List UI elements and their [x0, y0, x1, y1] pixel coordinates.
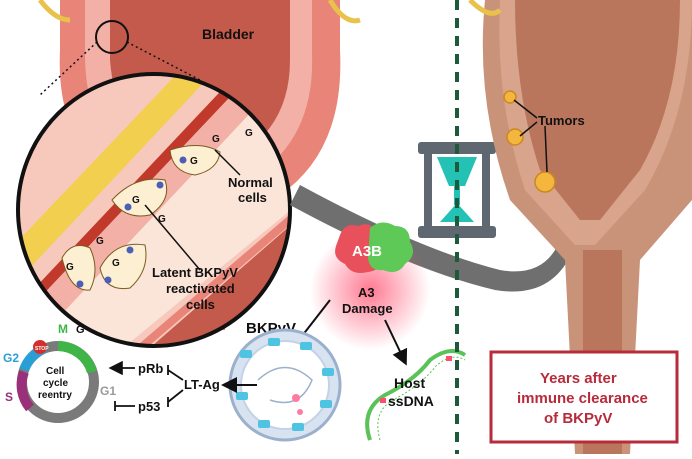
- tumors-label: Tumors: [538, 113, 585, 128]
- bkpyv-virus-icon: [228, 328, 342, 442]
- cell-g2m-mid: G: [111, 178, 168, 217]
- tumor-2: [506, 128, 524, 146]
- years-label-1: Years after: [540, 370, 617, 387]
- g0-label-3: G: [158, 214, 166, 225]
- hourglass-icon: [418, 142, 496, 238]
- latent-label-1: Latent BKPyV: [152, 265, 238, 280]
- zoom-circle: G G G G G G G G: [16, 72, 292, 348]
- bladder-label: Bladder: [202, 26, 255, 42]
- cell-g2m-top: G: [169, 145, 221, 176]
- svg-text:G: G: [190, 156, 198, 167]
- tumor-1: [503, 90, 517, 104]
- lumen: [90, 130, 290, 346]
- progression-arrow: [290, 185, 590, 292]
- g0-label-1: G: [212, 134, 220, 145]
- a3-damage-label-1: A3: [358, 285, 375, 300]
- normal-cells-label-1: Normal: [228, 175, 273, 190]
- svg-text:G: G: [132, 195, 140, 206]
- host-ssdna-icon: [365, 349, 467, 441]
- cycle-label-3: reentry: [38, 390, 72, 401]
- cycle-label-2: cycle: [43, 378, 68, 389]
- stop-label: STOP: [35, 346, 49, 352]
- a3b-protein-icon: [335, 222, 414, 273]
- phase-m-label: M: [58, 322, 68, 336]
- g0-label-2: G: [245, 128, 253, 139]
- prb-label: pRb: [138, 361, 163, 376]
- years-label-2: immune clearance: [517, 390, 648, 407]
- a3b-label: A3B: [352, 243, 382, 260]
- cell-cycle-diagram: [16, 340, 99, 423]
- g0-label-4: G: [96, 236, 104, 247]
- cycle-label-1: Cell: [46, 366, 65, 377]
- tumor-3: [534, 171, 556, 193]
- a3-damage-label-2: Damage: [342, 301, 393, 316]
- phase-g2-label: G2: [3, 351, 19, 365]
- latent-label-3: cells: [186, 297, 215, 312]
- stop-sign-icon: [33, 340, 47, 354]
- cell-g2m-bottom: G: [99, 243, 147, 290]
- phase-g1-label: G1: [100, 384, 116, 398]
- host-label-2: ssDNA: [388, 393, 434, 409]
- latent-label-2: reactivated: [166, 281, 235, 296]
- cell-g2m-left: G: [61, 245, 96, 291]
- years-label-3: of BKPyV: [544, 410, 612, 427]
- p53-label: p53: [138, 399, 160, 414]
- phase-s-label: S: [5, 390, 13, 404]
- host-label-1: Host: [394, 375, 425, 391]
- years-box: [489, 350, 679, 444]
- phase-g0-label: G: [76, 324, 85, 336]
- svg-text:G: G: [66, 262, 74, 273]
- svg-text:G: G: [112, 258, 120, 269]
- normal-cells-label-2: cells: [238, 190, 267, 205]
- zoom-source-circle: [95, 20, 129, 54]
- lt-ag-label: LT-Ag: [184, 377, 220, 392]
- right-bladder: [468, 0, 692, 454]
